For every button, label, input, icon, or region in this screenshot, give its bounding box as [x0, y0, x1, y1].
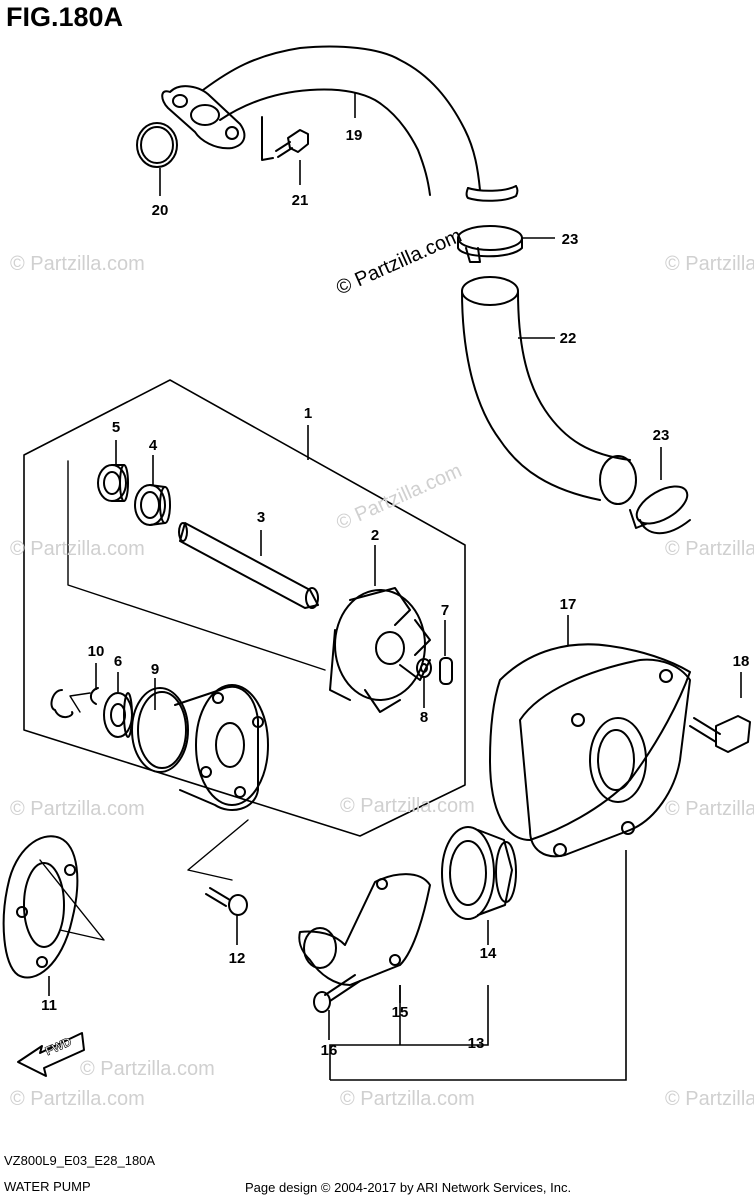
- callout-17[interactable]: 17: [560, 596, 577, 613]
- dowel-pin-7[interactable]: [439, 657, 453, 685]
- thermostat-14[interactable]: [441, 826, 517, 920]
- callout-21[interactable]: 21: [292, 192, 309, 209]
- callout-23-lower[interactable]: 23: [653, 427, 670, 444]
- callout-2[interactable]: 2: [371, 527, 379, 544]
- callout-3[interactable]: 3: [257, 509, 265, 526]
- callout-20[interactable]: 20: [152, 202, 169, 219]
- watermark-6: © Partzilla.com: [10, 798, 145, 820]
- callout-23-upper[interactable]: 23: [562, 231, 579, 248]
- watermark-11: © Partzilla.com: [340, 1088, 475, 1110]
- bolt-21[interactable]: [261, 116, 309, 161]
- o-ring-20[interactable]: [136, 122, 178, 168]
- watermark-4: © Partzilla.com: [665, 538, 754, 560]
- callout-16[interactable]: 16: [321, 1042, 338, 1059]
- hose-clamp-23-lower[interactable]: [629, 479, 693, 535]
- watermark-9: © Partzilla.com: [10, 1088, 145, 1110]
- callout-12[interactable]: 12: [229, 950, 246, 967]
- impeller-2[interactable]: [329, 587, 431, 713]
- fwd-label: FWD: [43, 1034, 74, 1058]
- page-credit: Page design © 2004-2017 by ARI Network S…: [245, 1180, 572, 1195]
- mechanical-seal-4[interactable]: [134, 484, 171, 526]
- callout-10[interactable]: 10: [88, 643, 105, 660]
- fwd-arrow-icon: [17, 1032, 85, 1077]
- watermark-2: © Partzilla.com: [665, 253, 754, 275]
- watermark-1: © Partzilla.com: [10, 253, 145, 275]
- callout-11[interactable]: 11: [41, 997, 57, 1014]
- hose-clamp-23-upper[interactable]: [457, 225, 523, 263]
- watermark-3: © Partzilla.com: [10, 538, 145, 560]
- callout-9[interactable]: 9: [151, 661, 159, 678]
- screw-16[interactable]: [313, 974, 361, 1013]
- callout-8[interactable]: 8: [420, 709, 428, 726]
- callout-14[interactable]: 14: [480, 945, 497, 962]
- callout-13[interactable]: 13: [468, 1035, 485, 1052]
- watermark-main: © Partzilla.com: [333, 225, 465, 300]
- impeller-shaft-3[interactable]: [178, 522, 319, 609]
- bearing-6[interactable]: [103, 692, 133, 738]
- screw-12[interactable]: [205, 887, 248, 916]
- callout-22[interactable]: 22: [560, 330, 577, 347]
- o-ring-9[interactable]: [131, 687, 189, 773]
- callout-7[interactable]: 7: [441, 602, 449, 619]
- assembly-box-1: [23, 379, 466, 837]
- callout-5[interactable]: 5: [112, 419, 120, 436]
- washer-8[interactable]: [416, 658, 432, 678]
- callout-6[interactable]: 6: [114, 653, 122, 670]
- oil-seal-5[interactable]: [97, 464, 129, 502]
- gasket-11[interactable]: [2, 835, 79, 979]
- callout-19[interactable]: 19: [346, 127, 363, 144]
- water-pipe-19[interactable]: [161, 45, 519, 202]
- figure-code: VZ800L9_E03_E28_180A: [4, 1153, 156, 1168]
- watermark-10: © Partzilla.com: [665, 1088, 754, 1110]
- figure-name: WATER PUMP: [4, 1179, 91, 1194]
- callout-1[interactable]: 1: [304, 405, 312, 422]
- callout-15[interactable]: 15: [392, 1004, 409, 1021]
- figure-title: FIG.180A: [6, 2, 124, 32]
- watermark-8: © Partzilla.com: [340, 795, 475, 817]
- pump-cover[interactable]: [519, 658, 691, 858]
- callout-18[interactable]: 18: [733, 653, 750, 670]
- watermark-5: © Partzilla.com: [333, 460, 465, 535]
- leader-lines: [48, 92, 742, 1081]
- pump-case[interactable]: [174, 684, 269, 811]
- thermostat-cover-15[interactable]: [298, 873, 431, 986]
- radiator-hose-22[interactable]: [461, 276, 637, 505]
- watermark-12: © Partzilla.com: [80, 1058, 215, 1080]
- callout-4[interactable]: 4: [149, 437, 158, 454]
- bolt-18[interactable]: [689, 715, 751, 753]
- watermark-7: © Partzilla.com: [665, 798, 754, 820]
